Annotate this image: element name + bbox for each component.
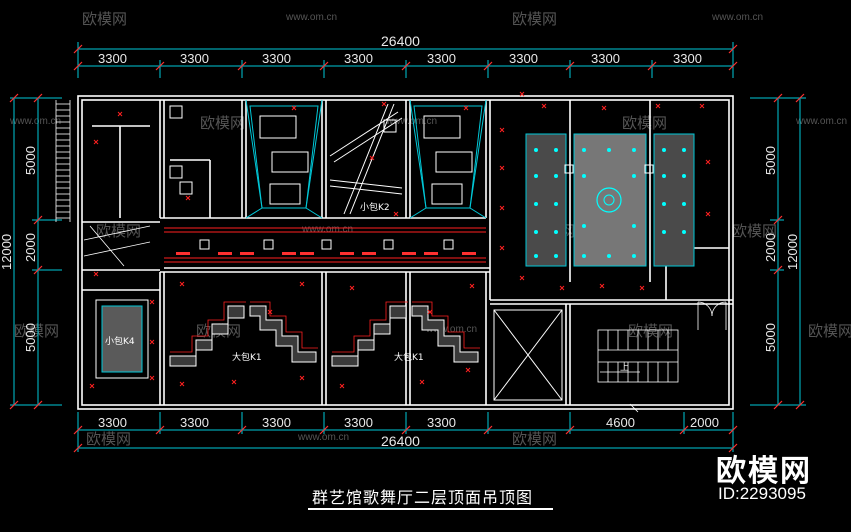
- overall-width-dim: 26400: [381, 33, 420, 49]
- top-room-fixtures: [169, 105, 473, 205]
- corridor-ceiling: [164, 227, 486, 263]
- top-room-ceilings: [245, 99, 487, 219]
- watermark-url: www.om.cn: [285, 12, 337, 23]
- bottom-overall-dim: 26400: [381, 433, 420, 449]
- room-k4-ceiling: [95, 299, 149, 379]
- drawing-title-underline: [308, 508, 553, 510]
- left-dim-bottom: 5000: [23, 323, 38, 352]
- exterior-stair: [55, 100, 71, 222]
- right-dim-top: 5000: [763, 146, 778, 175]
- bottom-stair-dim: 4600: [606, 415, 635, 430]
- watermark-brand: 欧模网: [622, 114, 667, 132]
- watermark-brand: 欧模网: [96, 222, 141, 240]
- watermark-brand: 欧模网: [808, 322, 851, 340]
- room-k2-beams: [329, 103, 403, 215]
- watermark-url: www.om.cn: [795, 116, 847, 127]
- room-label-k2: 小包K2: [360, 201, 390, 213]
- bottom-bay-dim: 3300: [98, 415, 127, 430]
- watermark-brand: 欧模网: [200, 114, 245, 132]
- hall-spot-boxes: [564, 164, 654, 174]
- big-room-red-steps: [170, 301, 480, 353]
- hall-grid-ceiling: [525, 133, 695, 267]
- top-dimension-ticks: [73, 44, 738, 71]
- void-cross: [493, 309, 563, 401]
- watermark-brand: 欧模网: [732, 222, 777, 240]
- watermark-url: www.om.cn: [297, 432, 349, 443]
- right-dim-mid: 2000: [763, 233, 778, 262]
- room-label-k4: 小包K4: [105, 335, 135, 347]
- bay-dim: 3300: [262, 51, 291, 66]
- watermark-brand: 欧模网: [86, 430, 131, 448]
- bottom-lift-dim: 2000: [690, 415, 719, 430]
- watermark-id: ID:2293095: [718, 484, 806, 503]
- watermark-url: www.om.cn: [425, 324, 477, 335]
- door-swing: [629, 301, 727, 413]
- bottom-bay-dim: 3300: [180, 415, 209, 430]
- bottom-bay-dim: 3300: [262, 415, 291, 430]
- stair-up-label: 上: [620, 362, 629, 373]
- left-dimensions: [10, 97, 62, 406]
- walls: [77, 95, 734, 410]
- left-dim-top: 5000: [23, 146, 38, 175]
- bay-dim: 3300: [427, 51, 456, 66]
- room-label-big-k1-b: 大包K1: [394, 351, 424, 363]
- drawing-title: 群艺馆歌舞厅二层顶面吊顶图: [312, 488, 534, 507]
- left-corridor-lines: [83, 225, 151, 267]
- watermark-url: www.om.cn: [385, 116, 437, 127]
- big-room-stepped-ceilings: [169, 305, 479, 367]
- bottom-bay-dim: 3300: [344, 415, 373, 430]
- bay-dim: 3300: [344, 51, 373, 66]
- watermark-url: www.om.cn: [9, 116, 61, 127]
- watermark-url: www.om.cn: [711, 12, 763, 23]
- bay-dim: 3300: [673, 51, 702, 66]
- corridor-fixtures: [199, 239, 454, 250]
- stair: [597, 329, 679, 383]
- watermark-url: www.om.cn: [301, 224, 353, 235]
- watermark-brand: 欧模网: [628, 322, 673, 340]
- left-dim-total: 12000: [0, 234, 14, 270]
- bottom-bay-dim: 3300: [427, 415, 456, 430]
- right-dim-total: 12000: [785, 234, 800, 270]
- right-dim-bottom: 5000: [763, 323, 778, 352]
- corridor-red-labels: [176, 252, 476, 255]
- room-label-big-k1-a: 大包K1: [232, 351, 262, 363]
- bay-dim: 3300: [509, 51, 538, 66]
- watermark-brand: 欧模网: [512, 430, 557, 448]
- bottom-dimension-ticks: [73, 425, 738, 453]
- bay-dim: 3300: [98, 51, 127, 66]
- watermark-brand: 欧模网: [512, 10, 557, 28]
- hall-fixture-lights: [534, 148, 686, 258]
- watermark-brand: 欧模网: [14, 322, 59, 340]
- right-dimension-ticks: [773, 93, 805, 410]
- watermark-brand: 欧模网: [82, 10, 127, 28]
- bay-dim: 3300: [591, 51, 620, 66]
- left-dim-mid: 2000: [23, 233, 38, 262]
- left-dimension-ticks: [9, 93, 43, 410]
- watermark-brand-logo: 欧模网: [716, 454, 812, 489]
- bay-dim: 3300: [180, 51, 209, 66]
- red-spotlights: [89, 91, 711, 389]
